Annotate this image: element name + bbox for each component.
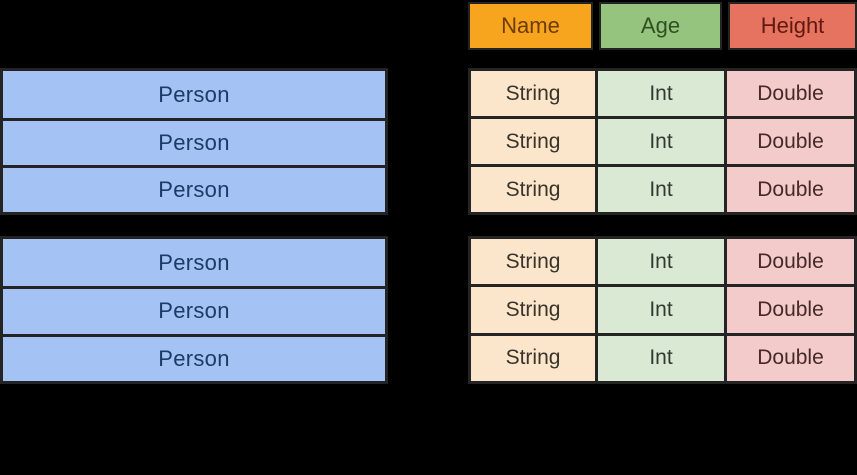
schema-table-group-2: String Int Double String Int Double Stri… [468,236,857,384]
cell-string: String [471,71,595,116]
cell-string: String [471,239,595,285]
cell-string: String [471,287,595,333]
person-row: Person [3,239,385,287]
cell-string: String [471,119,595,164]
cell-string: String [471,167,595,212]
schema-table-group-1: String Int Double String Int Double Stri… [468,68,857,215]
cell-int: Int [598,287,724,333]
cell-double: Double [727,239,854,285]
column-header-age: Age [599,2,722,50]
cell-int: Int [598,239,724,285]
cell-int: Int [598,119,724,164]
cell-int: Int [598,71,724,116]
person-row: Person [3,333,385,381]
cell-double: Double [727,287,854,333]
person-row: Person [3,118,385,165]
person-row: Person [3,71,385,118]
cell-double: Double [727,71,854,116]
person-row: Person [3,165,385,212]
schema-header-row: Name Age Height [468,2,857,50]
cell-int: Int [598,167,724,212]
cell-string: String [471,335,595,381]
person-list-group-2: Person Person Person [0,236,388,384]
cell-double: Double [727,119,854,164]
person-list-group-1: Person Person Person [0,68,388,215]
cell-double: Double [727,335,854,381]
column-header-height: Height [728,2,857,50]
column-header-name: Name [468,2,593,50]
person-row: Person [3,286,385,334]
cell-int: Int [598,335,724,381]
cell-double: Double [727,167,854,212]
